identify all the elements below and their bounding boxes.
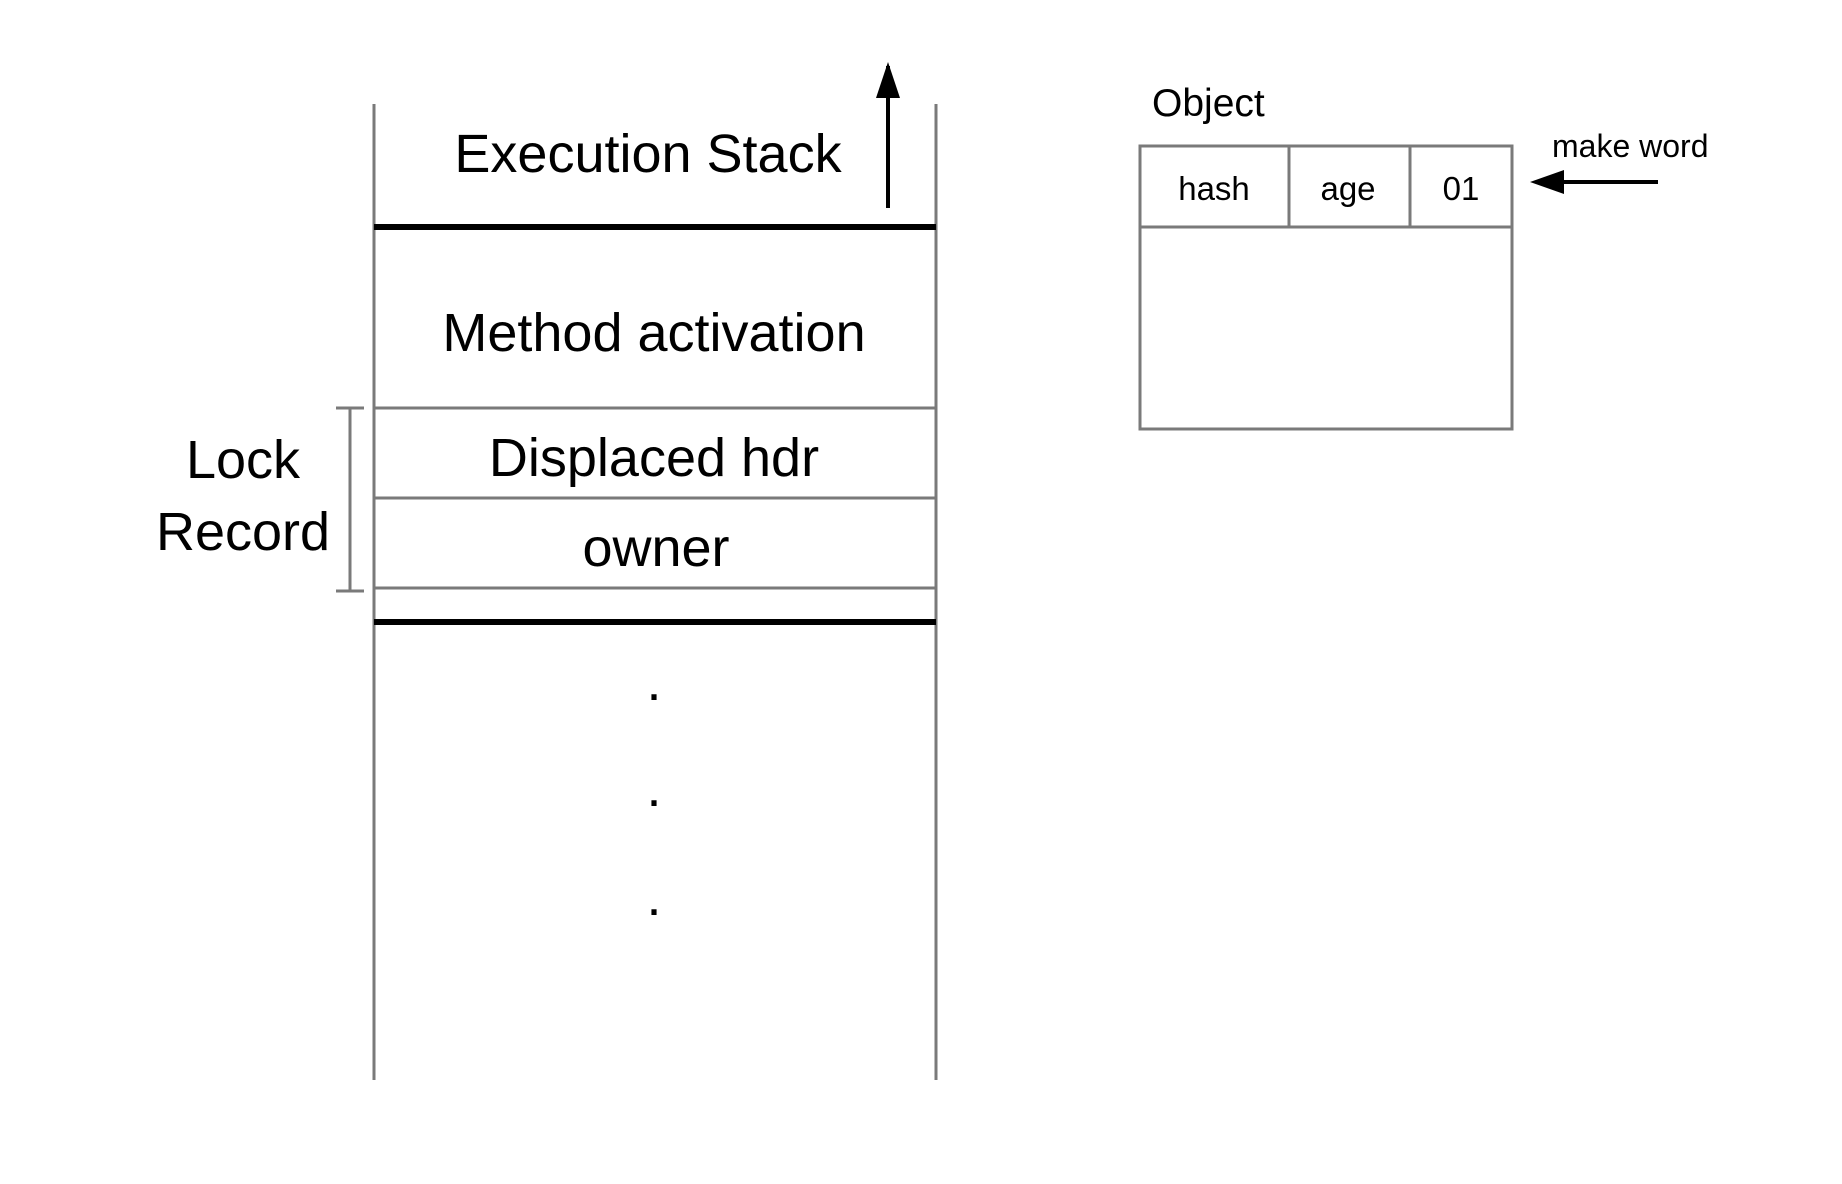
object-body (1138, 144, 1514, 431)
execution-stack: Execution Stack Method activation Displa… (372, 62, 938, 1080)
lock-record-label-line1: Lock (186, 430, 301, 490)
stack-title: Execution Stack (454, 124, 842, 184)
displaced-hdr-label: Displaced hdr (489, 428, 819, 488)
ellipsis-dot-3: . (646, 867, 661, 927)
stack-growth-arrowhead (876, 62, 900, 98)
ellipsis-dot-1: . (646, 652, 661, 712)
owner-label: owner (582, 518, 729, 578)
object-cell-01: 01 (1443, 170, 1480, 207)
make-word-arrowhead (1530, 170, 1564, 194)
lock-record-label-line2: Record (156, 502, 330, 562)
object: Object hash age 01 make word (1138, 82, 1709, 431)
method-activation-label: Method activation (442, 303, 865, 363)
object-cell-age: age (1320, 170, 1375, 207)
object-title: Object (1152, 82, 1265, 125)
lock-record-annotation: Lock Record (156, 406, 364, 593)
ellipsis-dot-2: . (646, 758, 661, 818)
make-word-label: make word (1552, 128, 1709, 164)
object-cell-hash: hash (1178, 170, 1250, 207)
